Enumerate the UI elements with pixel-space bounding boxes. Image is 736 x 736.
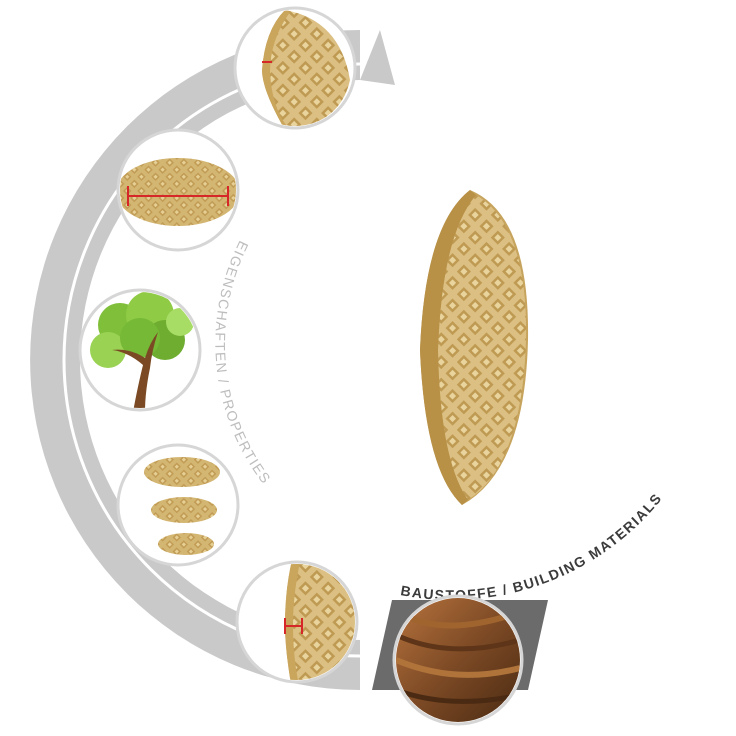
wood-block-icon [392,594,524,726]
biscuit-sizes-icon [116,443,240,567]
biscuit-length-icon [116,128,240,252]
white-arc-line [62,62,361,658]
biscuit-thickness-icon [233,6,357,130]
arc-inner-white [360,30,395,85]
properties-label: EIGENSCHAFTEN / PROPERTIES [212,239,274,487]
building-materials-label: BAUSTOFFE / BUILDING MATERIALS [399,490,665,603]
biscuit-main-image [420,190,529,505]
tree-icon [78,288,202,412]
